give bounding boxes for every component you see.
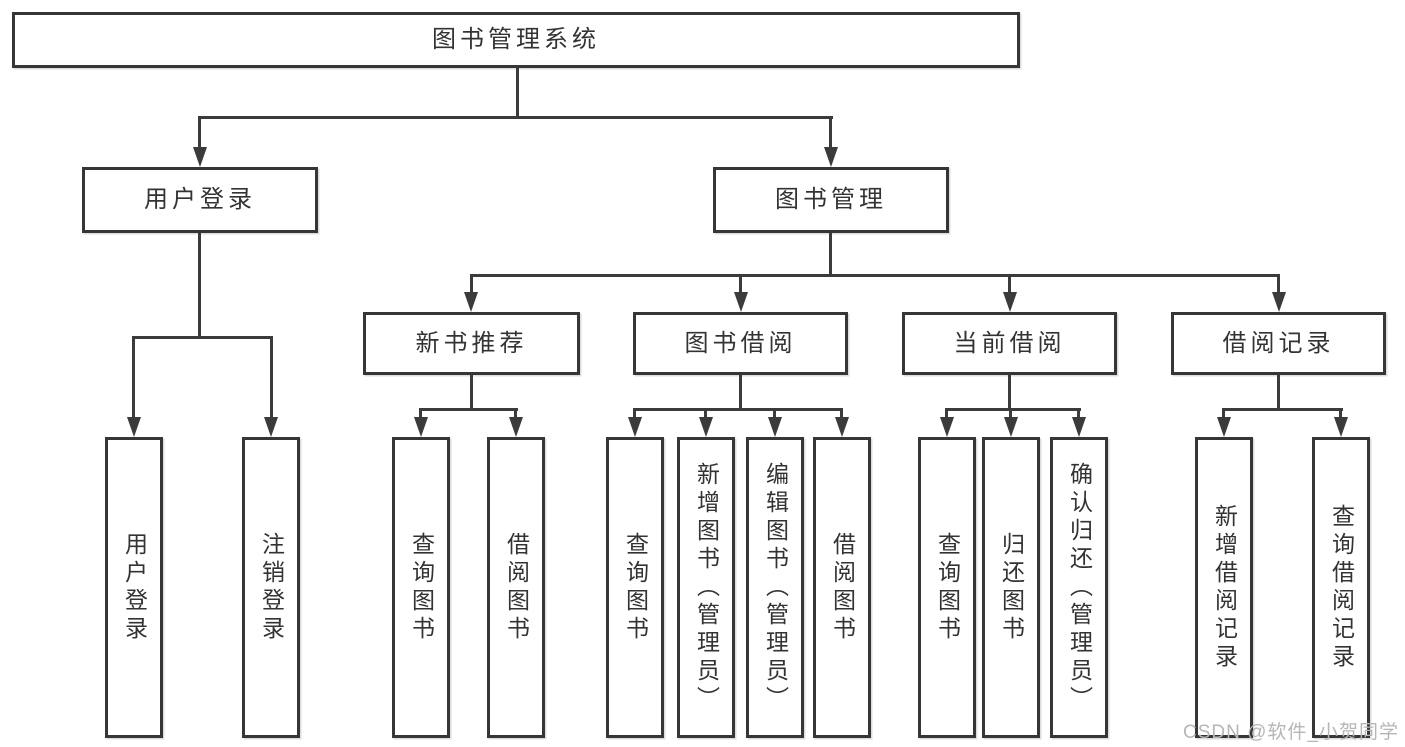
arrow-down-icon [1003, 292, 1017, 312]
leaf-query-borrow-record: 查询借阅记录 [1312, 437, 1370, 738]
node-borrow-records: 借阅记录 [1171, 312, 1386, 375]
arrow-down-icon [628, 417, 642, 437]
leaf-label: 新增图书（管理员） [693, 461, 720, 714]
connector-line [1008, 274, 1011, 292]
connector-line [419, 408, 422, 418]
connector-line [514, 408, 517, 418]
connector-line [945, 408, 1081, 411]
leaf-add-book-admin: 新增图书（管理员） [677, 437, 735, 738]
leaf-query-books-borrowing: 查询图书 [606, 437, 664, 738]
connector-line [470, 274, 1280, 277]
connector-line [829, 116, 832, 147]
leaf-label: 新增借阅记录 [1211, 503, 1238, 672]
arrow-down-icon [734, 292, 748, 312]
connector-line [633, 408, 843, 411]
leaf-add-borrow-record: 新增借阅记录 [1195, 437, 1253, 738]
connector-line [840, 408, 843, 418]
arrow-down-icon [193, 147, 207, 167]
connector-line [1277, 274, 1280, 292]
node-book-management: 图书管理 [713, 167, 949, 233]
leaf-query-books-current: 查询图书 [918, 437, 976, 738]
connector-line [945, 408, 948, 418]
leaf-label: 查询图书 [408, 531, 435, 644]
arrow-down-icon [940, 417, 954, 437]
connector-line [199, 116, 833, 119]
arrow-down-icon [824, 147, 838, 167]
arrow-down-icon [509, 417, 523, 437]
arrow-down-icon [414, 417, 428, 437]
leaf-edit-book-admin: 编辑图书（管理员） [746, 437, 804, 738]
connector-line [1339, 408, 1342, 418]
connector-line [1009, 408, 1012, 418]
connector-line [704, 408, 707, 418]
leaf-user-login: 用户登录 [105, 437, 163, 738]
leaf-label: 查询图书 [934, 531, 961, 644]
arrow-down-icon [464, 292, 478, 312]
leaf-logout: 注销登录 [242, 437, 300, 738]
leaf-label: 查询图书 [622, 531, 649, 644]
node-user-login: 用户登录 [82, 167, 318, 233]
connector-line [633, 408, 636, 418]
node-book-borrowing: 图书借阅 [633, 312, 848, 375]
leaf-query-books-recommend: 查询图书 [392, 437, 450, 738]
connector-line [773, 408, 776, 418]
leaf-borrow-books-recommend: 借阅图书 [487, 437, 545, 738]
connector-line [1008, 375, 1011, 408]
connector-line [739, 375, 742, 408]
arrow-down-icon [1072, 417, 1086, 437]
leaf-label: 归还图书 [998, 531, 1025, 644]
connector-line [419, 408, 518, 411]
leaf-confirm-return-admin: 确认归还（管理员） [1050, 437, 1108, 738]
leaf-label: 确认归还（管理员） [1066, 461, 1093, 714]
leaf-label: 编辑图书（管理员） [762, 461, 789, 714]
connector-line [1077, 408, 1080, 418]
connector-line [132, 336, 135, 417]
node-library-management-system: 图书管理系统 [12, 12, 1020, 68]
node-new-book-recommend: 新书推荐 [363, 312, 580, 375]
arrow-down-icon [1334, 417, 1348, 437]
arrow-down-icon [768, 417, 782, 437]
leaf-label: 用户登录 [121, 531, 148, 644]
connector-line [739, 274, 742, 292]
connector-line [198, 233, 201, 336]
connector-line [470, 375, 473, 408]
connector-line [132, 336, 273, 339]
connector-line [829, 233, 832, 274]
connector-line [470, 274, 473, 292]
connector-line [270, 336, 273, 417]
leaf-label: 借阅图书 [829, 531, 856, 644]
arrow-down-icon [699, 417, 713, 437]
connector-line [1222, 408, 1225, 418]
arrow-down-icon [264, 417, 278, 437]
arrow-down-icon [127, 417, 141, 437]
arrow-down-icon [1217, 417, 1231, 437]
leaf-borrow-books-borrowing: 借阅图书 [813, 437, 871, 738]
leaf-label: 借阅图书 [503, 531, 530, 644]
connector-line [1222, 408, 1343, 411]
leaf-label: 注销登录 [258, 531, 285, 644]
connector-line [198, 116, 201, 147]
csdn-watermark: CSDN @软件_小贺同学 [1183, 722, 1399, 743]
connector-line [516, 68, 519, 116]
node-current-borrowing: 当前借阅 [902, 312, 1117, 375]
leaf-label: 查询借阅记录 [1328, 503, 1355, 672]
arrow-down-icon [835, 417, 849, 437]
connector-line [1277, 375, 1280, 408]
arrow-down-icon [1272, 292, 1286, 312]
arrow-down-icon [1004, 417, 1018, 437]
leaf-return-books: 归还图书 [982, 437, 1040, 738]
